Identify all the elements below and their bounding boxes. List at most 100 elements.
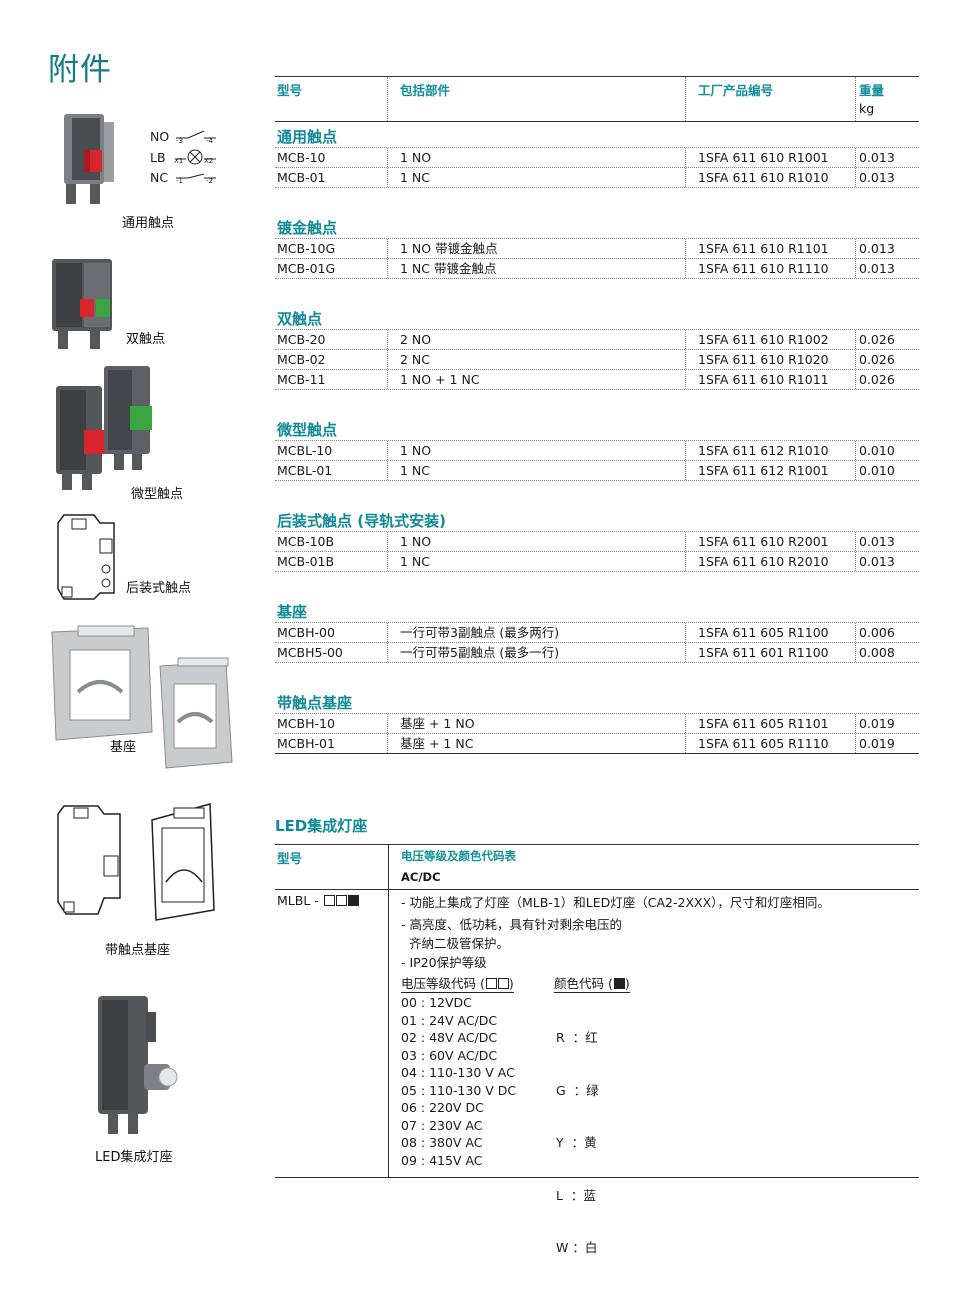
lb-terminal-a: X1 <box>174 157 184 165</box>
cell-part-no: 1SFA 611 612 R1001 <box>698 463 829 478</box>
led-header-acdc: AC/DC <box>401 870 441 884</box>
table-row: MCB-02 2 NC 1SFA 611 610 R1020 0.026 <box>275 350 919 370</box>
led-feature-3: 齐纳二极管保护。 <box>401 936 509 951</box>
header-weight-unit: kg <box>859 101 875 116</box>
led-header-voltage: 电压等级及颜色代码表 <box>401 849 516 863</box>
cell-weight: 0.013 <box>859 150 895 165</box>
cell-part-no: 1SFA 611 610 R1011 <box>698 372 829 387</box>
cell-model: MCBH5-00 <box>277 645 343 660</box>
no-terminal-b: -4 <box>206 137 213 145</box>
section-title-gold: 镀金触点 <box>277 219 338 237</box>
cell-part-no: 1SFA 611 610 R1002 <box>698 332 829 347</box>
section-title-universal: 通用触点 <box>277 128 338 146</box>
color-code-item: G ：绿 <box>556 1082 599 1098</box>
voltage-code-box-icon <box>497 978 509 989</box>
base-image <box>51 625 233 769</box>
cell-parts: 1 NO <box>400 150 432 165</box>
table-row: MCB-10G 1 NO 带镀金触点 1SFA 611 610 R1101 0.… <box>275 238 919 259</box>
cell-model: MCB-10G <box>277 241 336 256</box>
voltage-code-item: 09 : 415V AC <box>401 1152 483 1168</box>
color-code-item: R ：红 <box>556 1030 598 1045</box>
voltage-code-box-icon <box>485 978 497 989</box>
led-feature-2: - 高亮度、低功耗，具有针对剩余电压的 <box>401 917 622 932</box>
color-code-box-icon <box>347 895 359 906</box>
voltage-code-box-icon <box>335 895 347 906</box>
cell-weight: 0.013 <box>859 534 895 549</box>
section-title-double: 双触点 <box>277 310 323 328</box>
cell-weight: 0.013 <box>859 241 895 256</box>
table-row: MCB-10 1 NO 1SFA 611 610 R1001 0.013 <box>275 147 919 168</box>
cell-model: MCB-01G <box>277 261 336 276</box>
cell-model: MCB-11 <box>277 372 326 387</box>
voltage-code-item: 04 : 110-130 V AC <box>401 1065 515 1080</box>
section-title-micro: 微型触点 <box>277 421 338 439</box>
cell-parts: 一行可带3副触点 (最多两行) <box>400 625 560 640</box>
nc-terminal-b: -2 <box>206 177 213 185</box>
header-weight: 重量 <box>859 83 885 98</box>
led-table-header: 型号 电压等级及颜色代码表 AC/DC <box>275 844 919 890</box>
cell-parts: 1 NC 带镀金触点 <box>400 261 497 276</box>
caption-led-lampholder: LED集成灯座 <box>95 1150 173 1165</box>
caption-rear-contact: 后装式触点 <box>126 581 192 596</box>
color-code-item: Y ：黄 <box>556 1135 597 1150</box>
color-code-heading: 颜色代码 () <box>554 973 630 993</box>
header-divider <box>685 77 686 121</box>
cell-weight: 0.010 <box>859 443 895 458</box>
cell-part-no: 1SFA 611 610 R2010 <box>698 554 829 569</box>
voltage-code-heading-text: 电压等级代码 () <box>401 976 514 993</box>
cell-weight: 0.019 <box>859 736 895 751</box>
voltage-code-heading: 电压等级代码 () <box>401 973 514 993</box>
color-code-box-icon <box>613 978 625 989</box>
caption-universal-contact: 通用触点 <box>122 216 175 231</box>
cell-parts: 2 NO <box>400 332 432 347</box>
voltage-code-item: 06 : 220V DC <box>401 1100 484 1115</box>
cell-parts: 1 NC <box>400 463 431 478</box>
double-contact-image <box>52 259 112 349</box>
cell-model: MCBL-01 <box>277 463 333 478</box>
cell-parts: 1 NO <box>400 534 432 549</box>
cell-model: MCB-01B <box>277 554 335 569</box>
caption-micro-contact: 微型触点 <box>131 487 184 502</box>
table-row: MCBL-01 1 NC 1SFA 611 612 R1001 0.010 <box>275 461 919 481</box>
cell-model: MCBL-10 <box>277 443 333 458</box>
led-lampholder-image <box>98 996 178 1134</box>
lb-symbol-label: LB <box>150 150 166 165</box>
nc-terminal-a: -1 <box>176 177 183 185</box>
cell-parts: 1 NO + 1 NC <box>400 372 480 387</box>
cell-model: MCBH-10 <box>277 716 335 731</box>
led-section-title: LED集成灯座 <box>275 817 368 835</box>
cell-part-no: 1SFA 611 605 R1101 <box>698 716 829 731</box>
cell-part-no: 1SFA 611 610 R1001 <box>698 150 829 165</box>
no-symbol-label: NO <box>150 129 170 144</box>
table-row: MCB-01 1 NC 1SFA 611 610 R1010 0.013 <box>275 168 919 188</box>
table-row: MCBH-00 一行可带3副触点 (最多两行) 1SFA 611 605 R11… <box>275 622 919 643</box>
led-header-model: 型号 <box>277 851 303 866</box>
voltage-code-list: 00 : 12VDC 01 : 24V AC/DC 02 : 48V AC/DC… <box>401 994 516 1169</box>
header-part-no: 工厂产品编号 <box>698 83 774 98</box>
table-row: MCB-10B 1 NO 1SFA 611 610 R2001 0.013 <box>275 531 919 552</box>
cell-parts: 2 NC <box>400 352 431 367</box>
micro-contact-image <box>56 366 152 490</box>
cell-part-no: 1SFA 611 610 R2001 <box>698 534 829 549</box>
cell-parts: 1 NC <box>400 554 431 569</box>
led-feature-1: - 功能上集成了灯座（MLB-1）和LED灯座（CA2-2XXX），尺寸和灯座相… <box>401 895 830 910</box>
section-title-base: 基座 <box>277 603 308 621</box>
cell-model: MCB-01 <box>277 170 326 185</box>
header-model: 型号 <box>277 83 303 98</box>
cell-part-no: 1SFA 611 610 R1010 <box>698 170 829 185</box>
voltage-code-item: 01 : 24V AC/DC <box>401 1012 498 1028</box>
section-title-rear: 后装式触点 (导轨式安装) <box>277 512 446 530</box>
cell-part-no: 1SFA 611 601 R1100 <box>698 645 829 660</box>
color-code-item: L ：蓝 <box>556 1187 596 1203</box>
table-row: MCB-01G 1 NC 带镀金触点 1SFA 611 610 R1110 0.… <box>275 259 919 279</box>
led-model-label: MLBL - <box>277 893 323 908</box>
table-row: MCB-01B 1 NC 1SFA 611 610 R2010 0.013 <box>275 552 919 572</box>
voltage-code-label: 电压等级代码 ( <box>401 976 485 991</box>
base-contact-image <box>57 803 215 921</box>
cell-weight: 0.006 <box>859 625 895 640</box>
cell-parts: 1 NC <box>400 170 431 185</box>
cell-model: MCB-02 <box>277 352 326 367</box>
caption-double-contact: 双触点 <box>126 332 166 347</box>
table-row: MCBL-10 1 NO 1SFA 611 612 R1010 0.010 <box>275 440 919 461</box>
header-parts: 包括部件 <box>400 83 451 98</box>
